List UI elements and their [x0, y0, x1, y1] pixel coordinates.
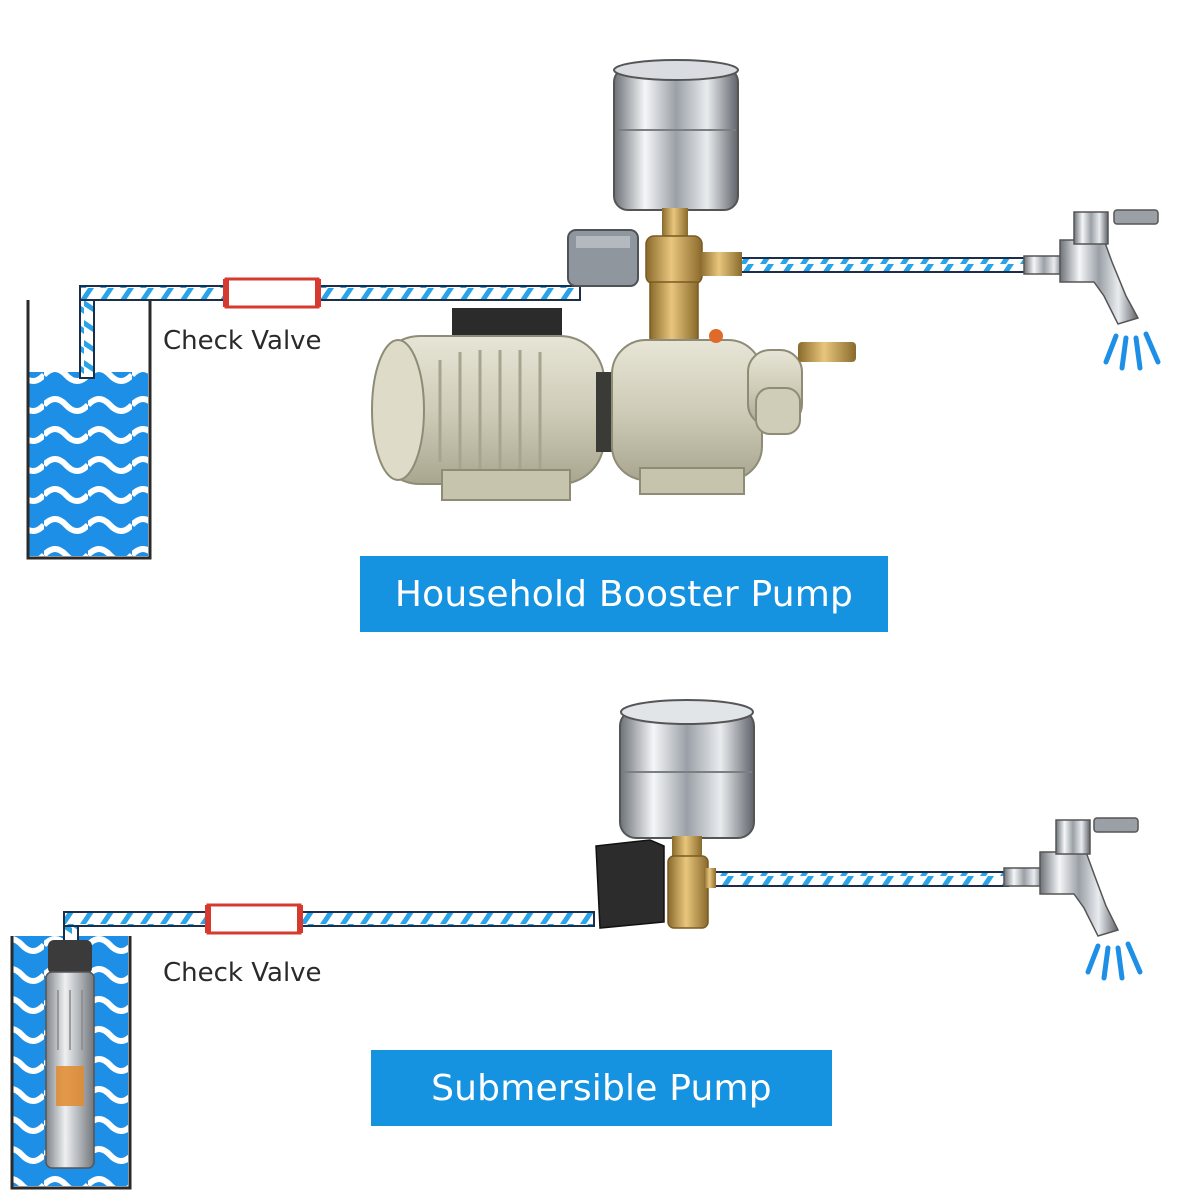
brass-fitting-icon: [645, 208, 742, 341]
pressure-tank-icon: [613, 59, 739, 211]
pipe-icon: [63, 871, 1009, 953]
water-tank-icon: [26, 300, 152, 560]
pressure-switch-icon: [595, 839, 665, 929]
water-spray-icon: [1085, 941, 1143, 981]
submersible-pump-caption-text: Submersible Pump: [431, 1067, 772, 1109]
water-tap-icon: [1023, 209, 1159, 325]
check-valve-label: Check Valve: [163, 958, 322, 988]
submersible-pump-icon: [45, 940, 95, 1169]
check-valve-icon: [205, 903, 303, 935]
water-spray-icon: [1103, 331, 1161, 371]
booster-pump-icon: [371, 308, 856, 501]
pressure-switch-icon: [567, 229, 639, 287]
check-valve-label: Check Valve: [163, 326, 322, 356]
brass-fitting-icon: [667, 836, 716, 929]
booster-pump-caption: Household Booster Pump: [360, 556, 888, 632]
pipe-icon: [79, 257, 1031, 379]
booster-pump-caption-text: Household Booster Pump: [394, 573, 854, 615]
water-tap-icon: [1003, 817, 1139, 937]
check-valve-icon: [223, 277, 321, 309]
pressure-tank-icon: [619, 699, 755, 839]
submersible-pump-caption: Submersible Pump: [371, 1050, 832, 1126]
